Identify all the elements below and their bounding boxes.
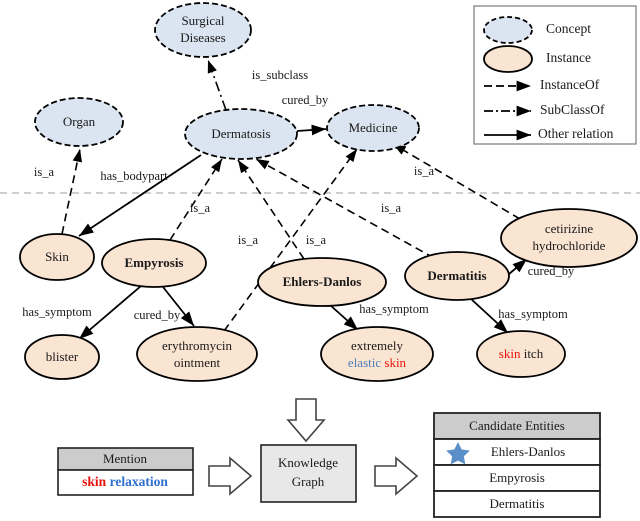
edge-dermatosis-subclass-surgical [207,59,227,111]
edge-label-is-a-ehlers: is_a [238,233,259,247]
candidate-row-label-0: Ehlers-Danlos [491,444,565,459]
table-row[interactable]: Ehlers-Danlos [433,438,601,466]
edge-label-has-symptom-elasticskin: has_symptom [359,302,429,316]
edge-label-has-symptom-blister: has_symptom [22,305,92,319]
candidate-row-label-1: Empyrosis [489,470,545,485]
candidate-row-label-2: Dermatitis [490,496,545,511]
node-dermatosis[interactable]: Dermatosis [184,108,298,160]
node-erythromycin-ointment[interactable]: erythromycin ointment [136,326,258,382]
node-cetirizine-hydrochloride[interactable]: cetirizine hydrochloride [500,208,638,268]
node-skin-itch[interactable]: skin itch [476,330,566,378]
edge-empyrosis-isa-dermatosis [169,158,223,241]
mention-box[interactable]: Mention skin relaxation [57,447,194,496]
edge-dermatitis-hassymptom-skinitch [469,297,509,334]
instance-nodes-layer: Skin Empyrosis Ehlers-Danlos Dermatitis … [19,208,638,382]
node-label-surgical-diseases-line2: Diseases [180,30,226,45]
edge-erythromycin-isa-medicine [223,148,358,332]
candidate-entities-table[interactable]: Candidate Entities Ehlers-Danlos Empyros… [433,412,601,518]
legend-label-instanceof: InstanceOf [540,77,600,92]
table-row[interactable]: Dermatitis [433,490,601,518]
legend-concept-swatch [483,16,533,44]
node-extremely-elastic-skin[interactable]: extremely elastic skin [320,326,434,382]
edge-empyrosis-curedby-erythromycin [162,286,195,327]
node-label-ehlers-danlos: Ehlers-Danlos [283,274,362,289]
edge-labels-layer: is_subclass cured_by is_a has_bodypart i… [22,68,575,322]
edge-label-cured-by-erythromycin: cured_by [134,308,181,322]
arrow-down-to-kg [286,398,326,443]
node-label-elasticskin-line1: extremely [351,338,403,353]
node-label-erythromycin-line1: erythromycin [162,338,233,353]
mention-word-relaxation: relaxation [110,474,169,489]
node-empyrosis[interactable]: Empyrosis [101,238,207,288]
edge-skin-isa-organ [61,148,83,235]
node-dermatitis[interactable]: Dermatitis [404,251,510,301]
mention-word-skin: skin [82,474,107,489]
arrow-kg-to-candidates [374,456,419,496]
mention-value: skin relaxation [82,474,168,489]
edge-label-is-subclass: is_subclass [252,68,308,82]
node-label-medicine: Medicine [348,120,397,135]
node-ehlers-danlos[interactable]: Ehlers-Danlos [257,257,387,307]
node-label-empyrosis: Empyrosis [125,255,184,270]
star-icon [446,442,470,465]
elasticskin-word-elastic: elastic [348,355,381,370]
node-label-erythromycin-line2: ointment [174,355,221,370]
node-label-elasticskin-line2: elastic skin [348,355,407,370]
node-label-cetirizine-line2: hydrochloride [533,238,606,253]
edge-label-has-symptom-skinitch: has_symptom [498,307,568,321]
node-label-skin-itch: skin itch [499,346,544,361]
legend-label-other-relation: Other relation [538,126,614,141]
edge-label-cured-by-medicine: cured_by [282,93,329,107]
node-organ[interactable]: Organ [34,97,124,147]
edge-dermatitis-isa-dermatosis [255,158,435,259]
edge-label-has-bodypart: has_bodypart [100,169,168,183]
edge-label-is-a-cetirizine: is_a [414,164,435,178]
node-label-organ: Organ [63,114,96,129]
edge-ehlers-isa-dermatosis [237,159,305,260]
edge-label-is-a-organ: is_a [34,165,55,179]
node-label-surgical-diseases-line1: Surgical [181,13,224,28]
legend-label-instance: Instance [546,50,591,65]
node-label-cetirizine-line1: cetirizine [545,221,594,236]
legend-label-subclassof: SubClassOf [540,102,605,117]
edge-ehlers-hassymptom-elasticskin [329,304,359,331]
knowledge-graph-box[interactable]: Knowledge Graph [260,444,357,503]
node-surgical-diseases[interactable]: Surgical Diseases [154,2,252,58]
candidates-header: Candidate Entities [469,418,565,433]
skinitch-word-itch: itch [520,346,543,361]
edge-cetirizine-isa-medicine [392,143,521,220]
node-label-skin: Skin [45,249,69,264]
node-medicine[interactable]: Medicine [326,104,420,152]
table-row[interactable]: Empyrosis [433,464,601,492]
node-label-dermatitis: Dermatitis [427,268,486,283]
edge-label-is-a-dermatitis: is_a [306,233,327,247]
flow-section: Mention skin relaxation Knowledge Graph … [57,398,601,518]
arrow-mention-to-kg [208,456,253,496]
node-blister[interactable]: blister [24,334,100,380]
edge-label-is-a-erythromycin: is_a [381,201,402,215]
edge-empyrosis-hassymptom-blister [78,285,142,340]
edge-label-is-a-empyrosis: is_a [190,201,211,215]
node-skin[interactable]: Skin [19,233,95,281]
elasticskin-word-skin: skin [384,355,406,370]
node-label-blister: blister [46,349,79,364]
legend-box: Concept Instance InstanceOf SubClassOf O… [473,5,637,145]
mention-header: Mention [103,451,148,466]
skinitch-word-skin: skin [499,346,521,361]
node-label-dermatosis: Dermatosis [211,126,270,141]
legend-label-concept: Concept [546,21,591,36]
legend-instance-swatch [483,45,533,73]
edge-dermatosis-hasbodypart-skin [78,154,202,237]
edge-dermatosis-curedby-medicine [296,124,327,136]
kg-label-line1: Knowledge [278,455,338,470]
concept-nodes-layer: Surgical Diseases Organ Dermatosis Medic… [34,2,420,160]
kg-label-line2: Graph [292,474,325,489]
